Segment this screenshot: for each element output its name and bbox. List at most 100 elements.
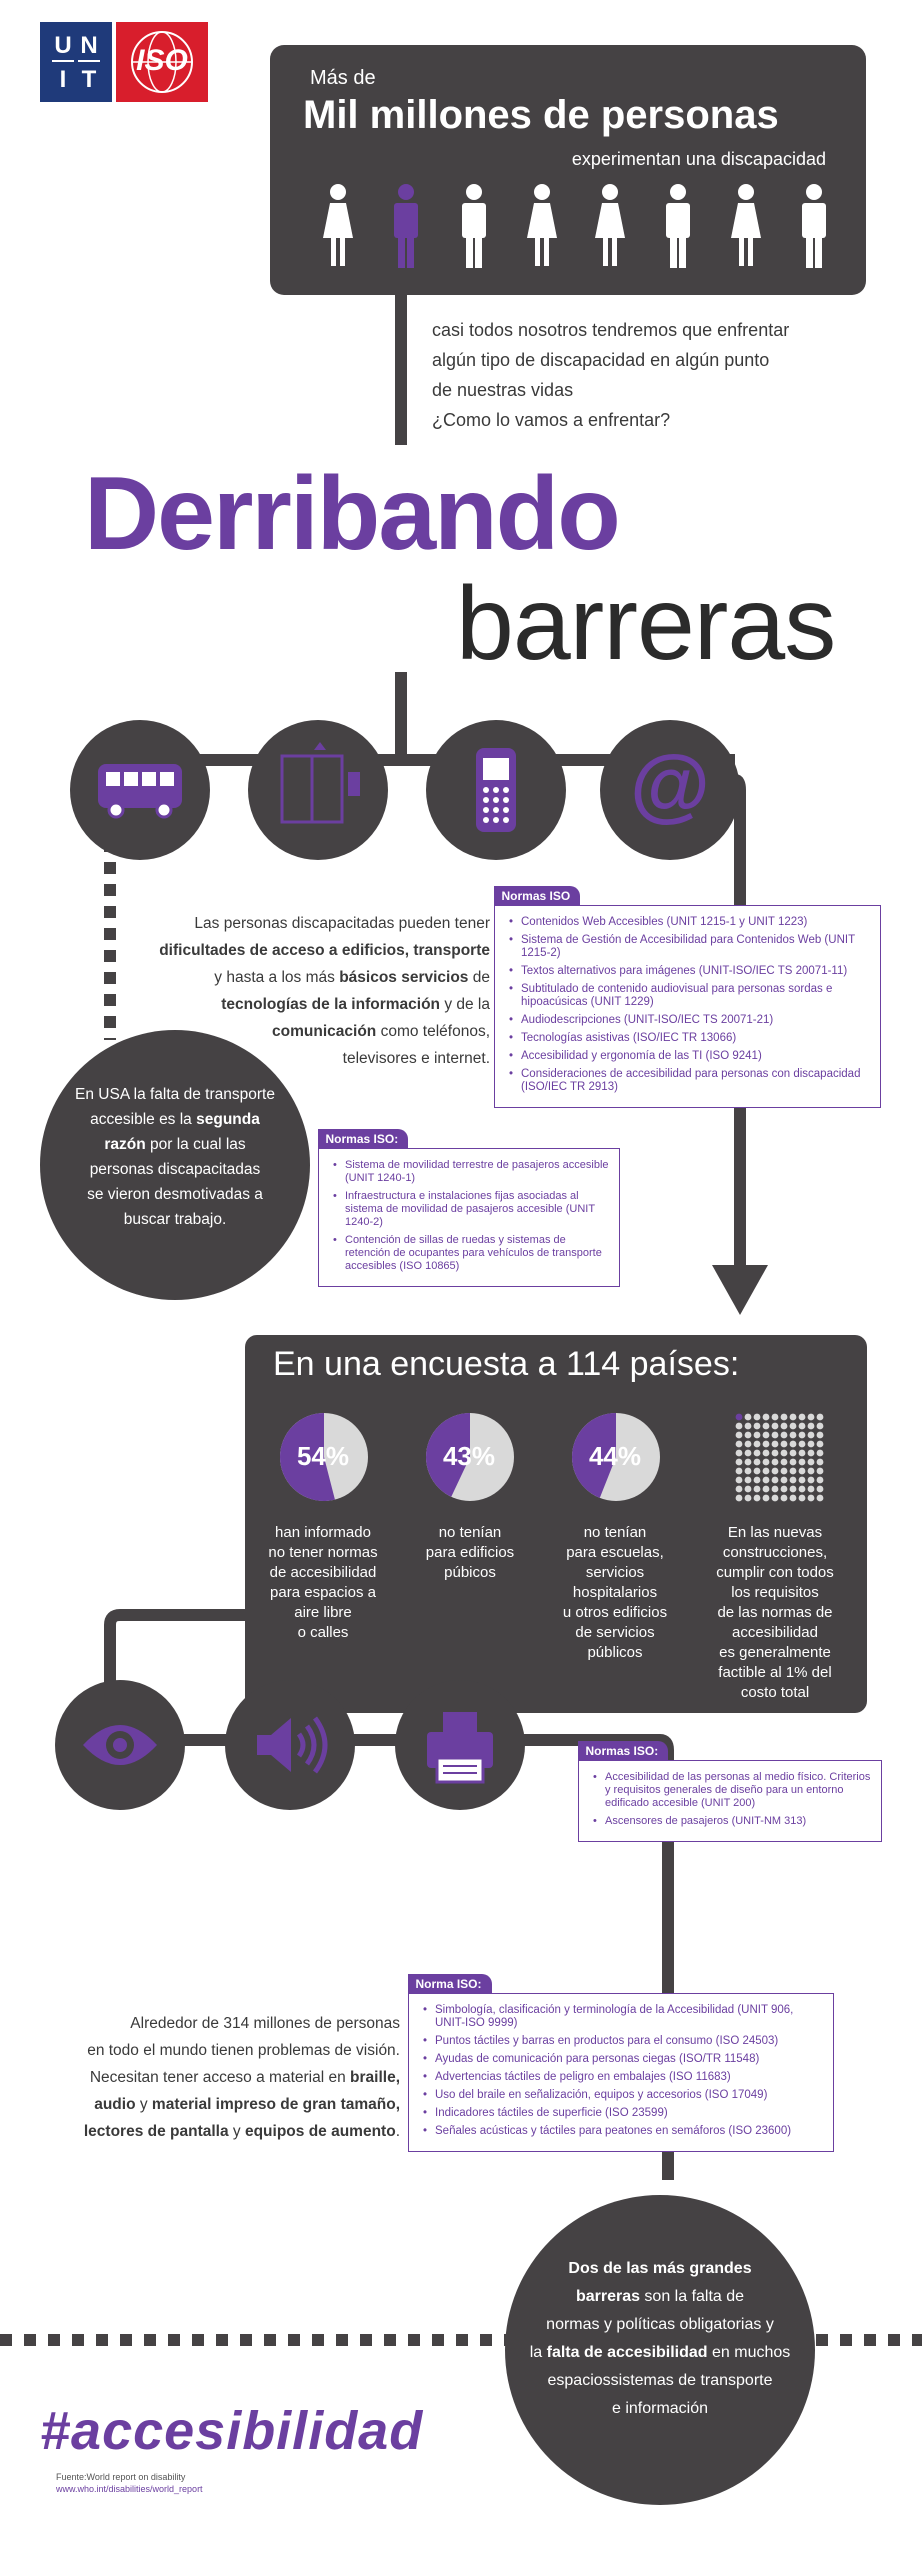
grid-dot bbox=[762, 1422, 770, 1430]
norms-vision-tab: Norma ISO: bbox=[407, 1974, 492, 1994]
norm-item: Señales acústicas y táctiles para peaton… bbox=[423, 2125, 823, 2138]
access-text-3c: de bbox=[468, 969, 490, 986]
vision-line-3: Necesitan tener acceso a material en bra… bbox=[40, 2064, 400, 2091]
grid-dot bbox=[762, 1431, 770, 1439]
grid-dot bbox=[771, 1476, 779, 1484]
grid-dot bbox=[735, 1494, 743, 1502]
iso-logo: ISO bbox=[116, 22, 208, 102]
printer-circle bbox=[395, 1680, 525, 1810]
grid-dot bbox=[735, 1422, 743, 1430]
bottom-line-5: espaciossistemas de transporte bbox=[547, 2372, 773, 2389]
vision-line-1: Alrededor de 314 millones de personas bbox=[130, 2015, 400, 2032]
norm-item: Contención de sillas de ruedas y sistema… bbox=[333, 1234, 609, 1273]
norm-item: Contenidos Web Accesibles (UNIT 1215-1 y… bbox=[509, 916, 870, 929]
person-icon bbox=[802, 184, 826, 268]
grid-dot bbox=[807, 1413, 815, 1421]
grid-dot bbox=[744, 1467, 752, 1475]
vision-text-5d: . bbox=[395, 2123, 400, 2140]
bottom-text-2b: son la falta de bbox=[639, 2288, 745, 2305]
access-line-5: comunicación como teléfonos, bbox=[110, 1018, 490, 1045]
speaker-icon bbox=[257, 1716, 328, 1774]
survey-line: para edificios bbox=[425, 1544, 515, 1561]
grid-dot bbox=[807, 1431, 815, 1439]
intro-line-2: algún tipo de discapacidad en algún punt… bbox=[432, 350, 770, 370]
grid-dot bbox=[780, 1431, 788, 1439]
grid-dot bbox=[798, 1440, 806, 1448]
norm-item: Sistema de Gestión de Accesibilidad para… bbox=[509, 934, 870, 960]
grid-dot bbox=[807, 1458, 815, 1466]
grid-dot bbox=[762, 1449, 770, 1457]
survey-col-1: 54% bbox=[273, 1411, 373, 1711]
grid-dot bbox=[816, 1467, 824, 1475]
pie-percentage: 44% bbox=[588, 1441, 642, 1471]
grid-dot bbox=[771, 1449, 779, 1457]
grid-dot bbox=[735, 1458, 743, 1466]
norm-item: Audiodescripciones (UNIT-ISO/IEC TS 2007… bbox=[509, 1014, 870, 1027]
access-line-4: tecnologías de la información y de la bbox=[110, 991, 490, 1018]
grid-dot bbox=[780, 1485, 788, 1493]
survey-line: o calles bbox=[297, 1624, 349, 1641]
bus-icon bbox=[98, 764, 182, 819]
header-subline: experimentan una discapacidad bbox=[571, 149, 826, 169]
vision-bold-4: lectores de pantalla bbox=[83, 2123, 229, 2140]
source-link[interactable]: www.who.int/disabilities/world_report bbox=[56, 2484, 203, 2494]
grid-dot bbox=[771, 1422, 779, 1430]
survey-line: para escuelas, bbox=[566, 1544, 664, 1561]
norm-item: Ascensores de pasajeros (UNIT-NM 313) bbox=[593, 1815, 871, 1828]
grid-dot bbox=[798, 1422, 806, 1430]
survey-line: aire libre bbox=[294, 1604, 352, 1621]
survey-col-3: 44% bbox=[565, 1411, 665, 1511]
bus-circle bbox=[70, 720, 210, 860]
grid-dot bbox=[753, 1440, 761, 1448]
grid-dot bbox=[771, 1494, 779, 1502]
survey-col-2: 43% bbox=[419, 1411, 519, 1511]
survey-text-2: no tenían para edificios púbicos bbox=[400, 1523, 540, 1583]
dot-grid-chart bbox=[735, 1413, 824, 1502]
survey-line: no tenían bbox=[438, 1524, 502, 1541]
grid-dot bbox=[789, 1494, 797, 1502]
access-text: Las personas discapacitadas pueden tener… bbox=[110, 910, 490, 1072]
norm-item: Advertencias táctiles de peligro en emba… bbox=[423, 2071, 823, 2084]
grid-dot bbox=[789, 1458, 797, 1466]
grid-dot bbox=[744, 1494, 752, 1502]
pie-chart bbox=[426, 1413, 514, 1501]
vision-line-2: en todo el mundo tienen problemas de vis… bbox=[87, 2042, 400, 2059]
vision-text-4b: y bbox=[135, 2096, 152, 2113]
grid-dot-highlight bbox=[735, 1413, 743, 1421]
grid-dot bbox=[753, 1458, 761, 1466]
grid-dot bbox=[771, 1431, 779, 1439]
grid-dot bbox=[780, 1494, 788, 1502]
grid-dot bbox=[744, 1485, 752, 1493]
title-derribando: Derribando bbox=[84, 456, 621, 572]
pie-chart bbox=[572, 1413, 660, 1501]
grid-dot bbox=[771, 1467, 779, 1475]
survey-line: no tener normas bbox=[268, 1544, 378, 1561]
bottom-line-6: e información bbox=[611, 2400, 709, 2417]
at-sign-icon: @ bbox=[630, 739, 710, 830]
grid-dot bbox=[798, 1485, 806, 1493]
grid-dot bbox=[798, 1431, 806, 1439]
norms-transport-box: Normas ISO: Sistema de movilidad terrest… bbox=[317, 1129, 620, 1287]
hashtag: #accesibilidad bbox=[40, 2401, 424, 2461]
bottom-bold-1: barreras bbox=[575, 2288, 640, 2305]
intro-line-3: de nuestras vidas bbox=[432, 380, 574, 400]
grid-dot bbox=[816, 1422, 824, 1430]
grid-dot bbox=[780, 1413, 788, 1421]
printer-icon bbox=[427, 1712, 493, 1784]
vision-bold-5: equipos de aumento bbox=[244, 2123, 396, 2140]
grid-dot bbox=[798, 1476, 806, 1484]
grid-dot bbox=[798, 1467, 806, 1475]
norm-item: Subtitulado de contenido audiovisual par… bbox=[509, 983, 870, 1009]
norm-item: Puntos táctiles y barras en productos pa… bbox=[423, 2035, 823, 2048]
usa-text-2a: accesible es la bbox=[90, 1111, 197, 1128]
grid-dot bbox=[744, 1440, 752, 1448]
title-barreras: barreras bbox=[456, 566, 836, 682]
access-line-6: televisores e internet. bbox=[342, 1050, 490, 1067]
access-text-4b: y de la bbox=[440, 996, 490, 1013]
grid-dot bbox=[816, 1458, 824, 1466]
intro-line-1: casi todos nosotros tendremos que enfren… bbox=[432, 320, 790, 340]
eye-icon bbox=[83, 1725, 157, 1765]
grid-dot bbox=[789, 1422, 797, 1430]
grid-dot bbox=[753, 1494, 761, 1502]
norm-item: Sistema de movilidad terrestre de pasaje… bbox=[333, 1159, 609, 1185]
